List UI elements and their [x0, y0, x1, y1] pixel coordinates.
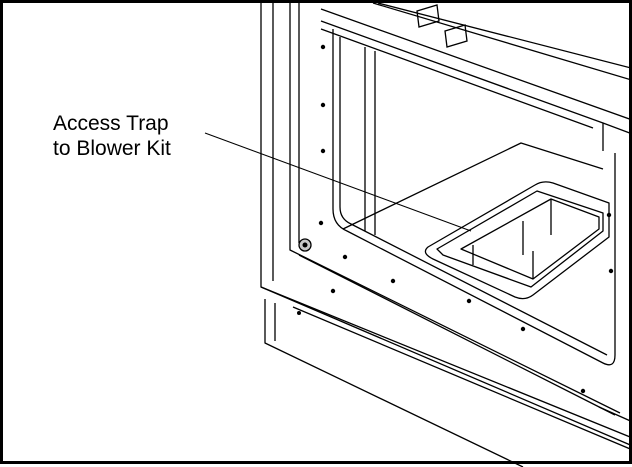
- firebox-floor: [342, 142, 604, 230]
- access-trap-inner-walls: [472, 199, 552, 279]
- rivet: [320, 148, 326, 154]
- rivet: [466, 298, 472, 304]
- rivet: [390, 278, 396, 284]
- rivet: [342, 254, 348, 260]
- rivet: [318, 220, 324, 226]
- callout-line-1: Access Trap: [53, 112, 169, 135]
- access-trap-hole: [460, 198, 600, 280]
- callout-label: Access Trap to Blower Kit: [53, 111, 171, 161]
- floor-strip: [298, 254, 616, 416]
- corner-bolt-center: [302, 242, 308, 248]
- firebox-back-wall: [364, 47, 376, 235]
- rivet: [520, 326, 526, 332]
- rivet: [297, 311, 301, 315]
- access-trap-rim: [436, 190, 604, 288]
- frame-face: [289, 3, 621, 414]
- rivet: [606, 212, 612, 218]
- firebox-opening: [332, 29, 616, 366]
- firebox-opening-inner: [339, 37, 608, 356]
- rivet: [608, 268, 614, 274]
- callout-leader: [204, 132, 472, 232]
- callout-line-2: to Blower Kit: [53, 137, 171, 160]
- cabinet-outer: [260, 3, 632, 439]
- access-trap-tray: [424, 181, 610, 300]
- lower-channel-shelf: [260, 286, 632, 447]
- lower-channel: [264, 299, 632, 467]
- rivet: [320, 44, 326, 50]
- fireplace-technical-drawing: [204, 3, 632, 467]
- rivet: [320, 102, 326, 108]
- top-flange: [372, 3, 632, 81]
- top-handle-right: [444, 24, 468, 48]
- opening-top-lip: [320, 8, 632, 151]
- rivet: [330, 288, 336, 294]
- rivet: [580, 388, 586, 394]
- top-handle-left: [416, 4, 440, 28]
